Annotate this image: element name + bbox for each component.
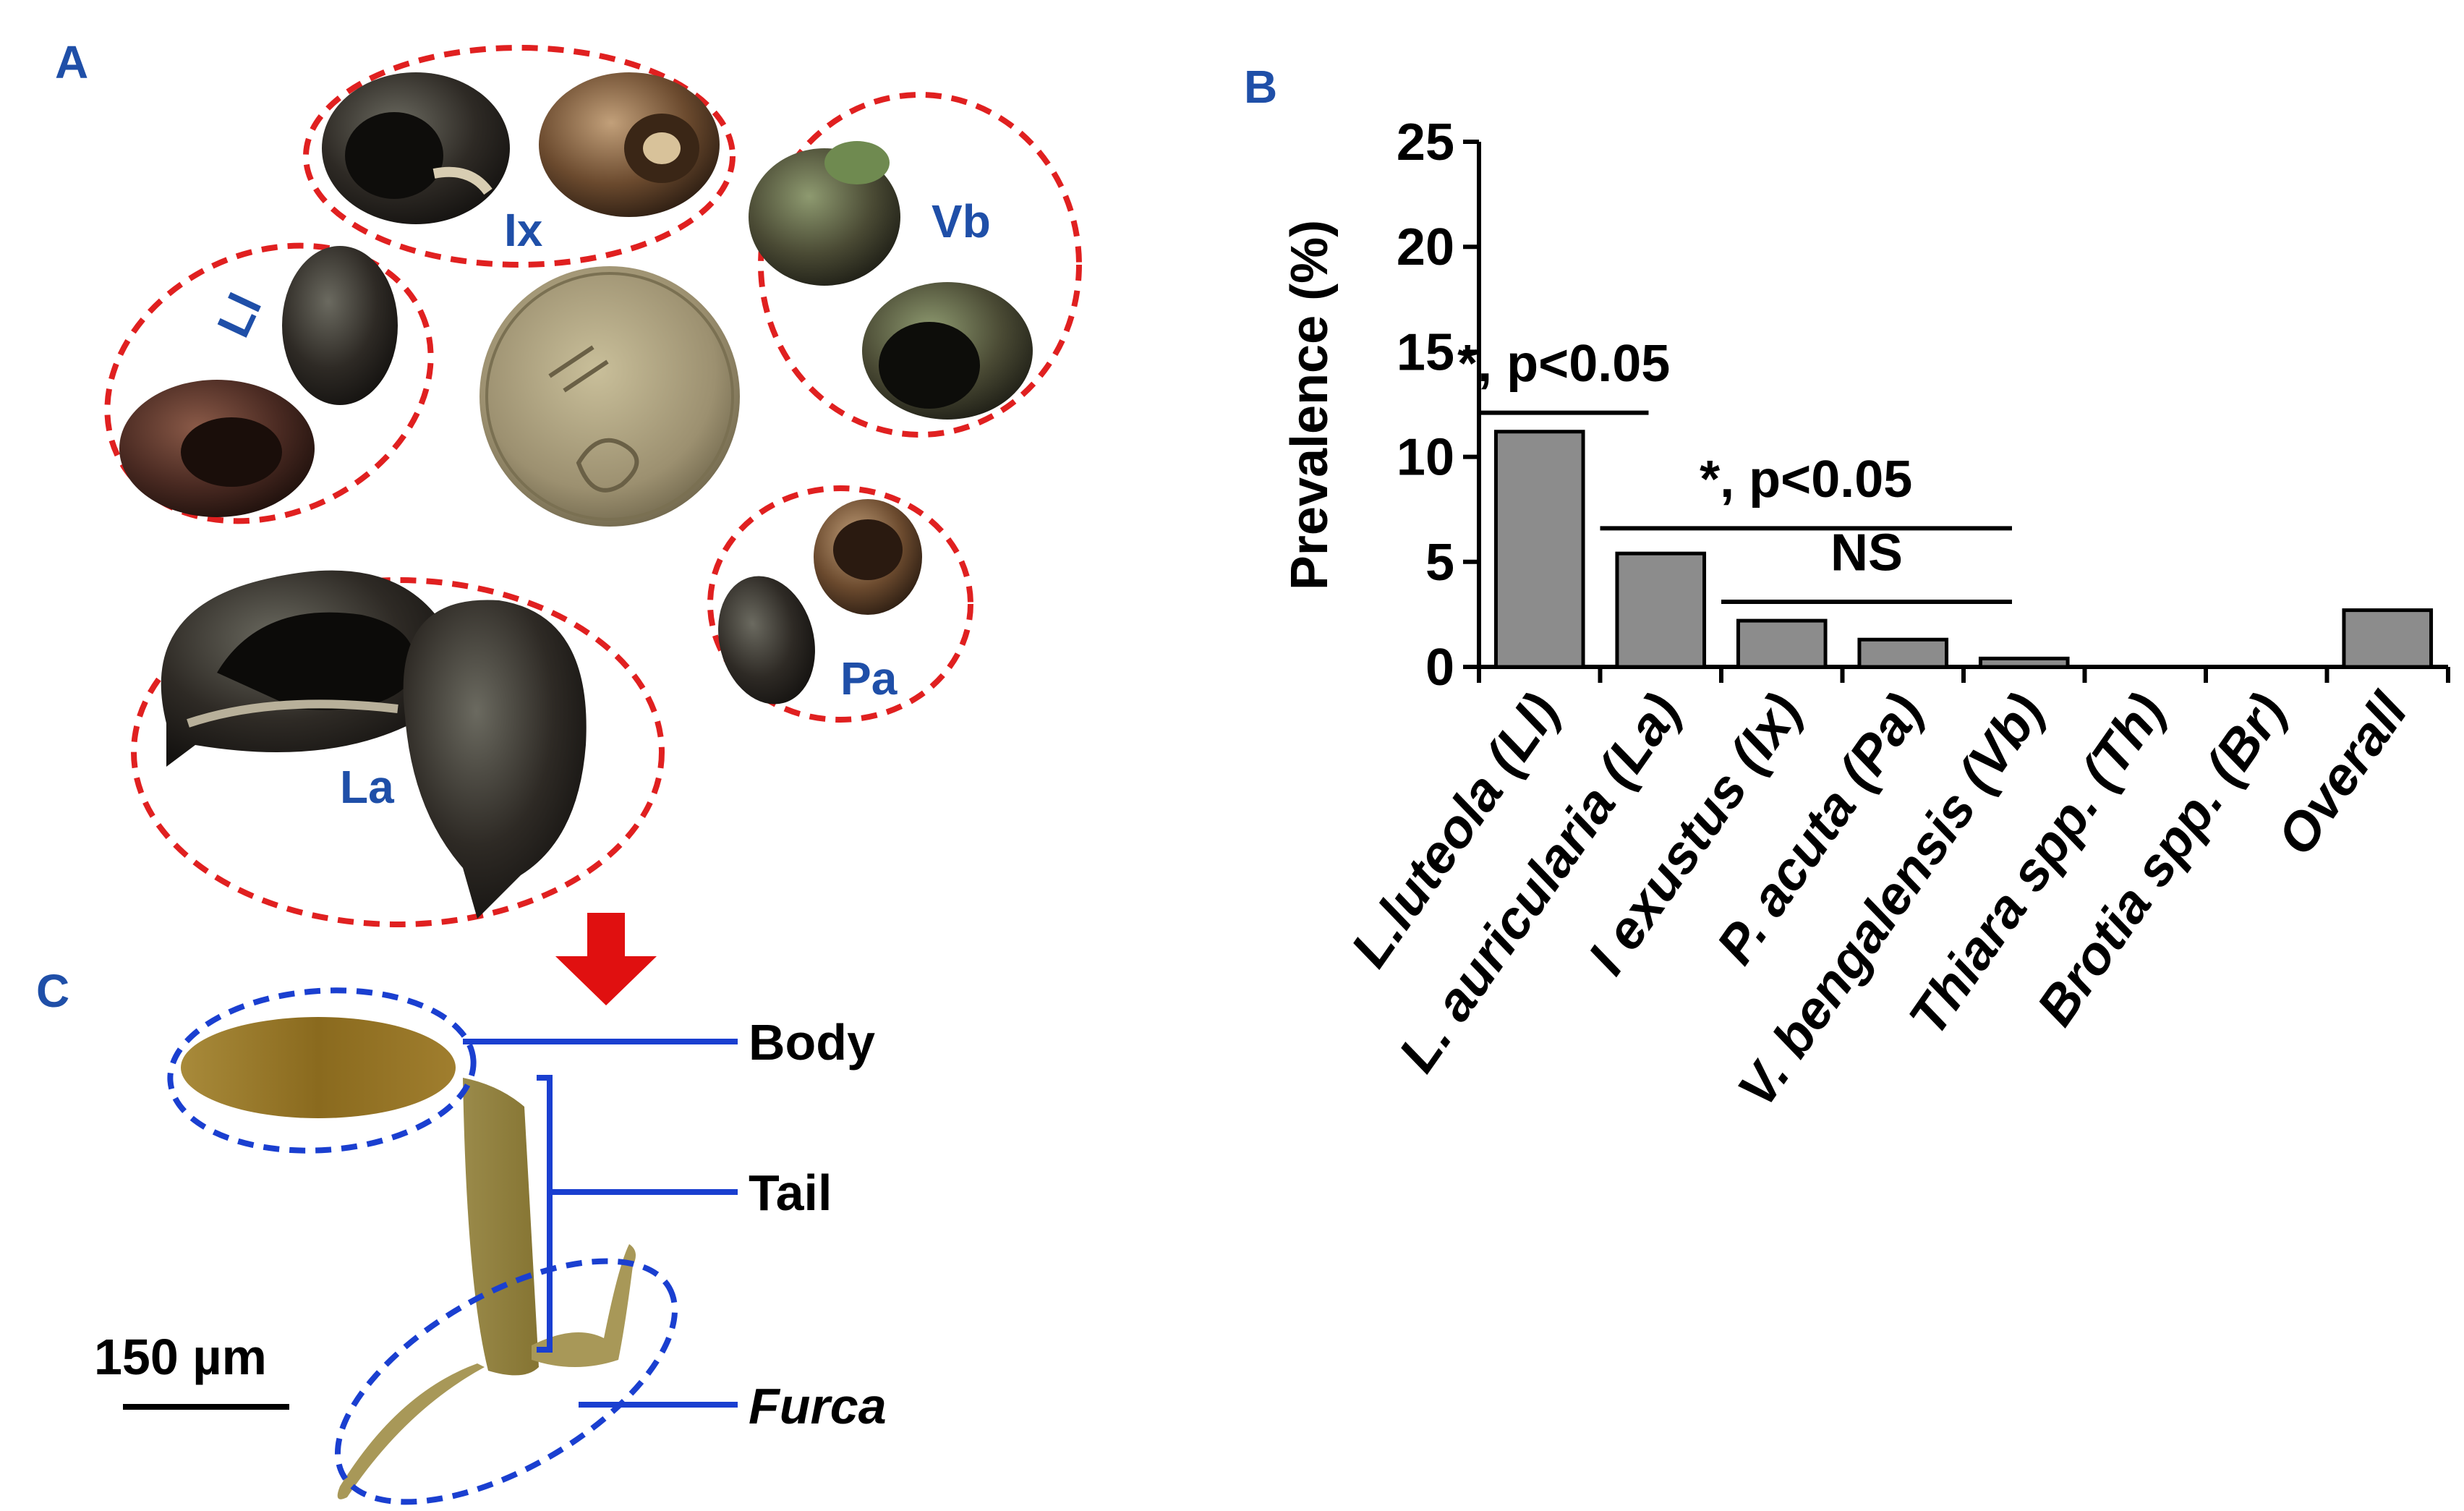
y-tick-label: 20 — [1397, 218, 1454, 276]
panel-a-label: A — [55, 36, 88, 88]
tail-label: Tail — [749, 1165, 832, 1221]
body-outline — [167, 987, 477, 1154]
y-tick-label: 25 — [1397, 114, 1454, 171]
significance-label: *, p<0.05 — [1700, 451, 1912, 508]
cercaria-leader-lines — [463, 1039, 738, 1408]
significance-label: NS — [1830, 524, 1903, 582]
bar — [1857, 637, 1949, 669]
vb-shell-1 — [749, 141, 900, 286]
cercaria-specimen — [181, 1017, 636, 1499]
ll-label: Ll — [207, 286, 271, 345]
panel-c-label: C — [36, 965, 69, 1017]
bar — [2342, 608, 2434, 669]
pa-shell-2 — [718, 576, 815, 705]
bar — [1493, 430, 1585, 669]
y-tick-label: 10 — [1397, 429, 1454, 487]
ix-label: Ix — [504, 204, 543, 256]
body-label: Body — [749, 1014, 875, 1071]
red-down-arrow-icon — [555, 913, 657, 1005]
bar — [1615, 551, 1707, 669]
ll-shell-2 — [119, 380, 315, 517]
x-category-label: Overall — [2265, 681, 2419, 865]
pa-group-outline — [707, 485, 973, 723]
furca-label: Furca — [749, 1378, 887, 1434]
coin-scale-reference — [479, 266, 740, 527]
bar — [1736, 618, 1828, 669]
pa-shell-1 — [814, 499, 922, 615]
la-shell-1 — [161, 570, 451, 767]
la-shell-2 — [403, 600, 587, 919]
vb-label: Vb — [932, 195, 991, 247]
y-tick-label: 15 — [1397, 323, 1454, 381]
ll-shell-1 — [282, 246, 398, 405]
vb-shell-2 — [862, 282, 1033, 420]
y-tick-label: 5 — [1425, 534, 1454, 592]
scale-bar-label: 150 µm — [94, 1329, 267, 1385]
furca-outline — [334, 1258, 678, 1505]
pa-label: Pa — [840, 652, 898, 705]
ix-shell-2 — [539, 72, 720, 217]
y-axis-label: Prevalence (%) — [1281, 220, 1339, 590]
y-tick-label: 0 — [1425, 639, 1454, 697]
ix-group-outline — [303, 45, 736, 268]
significance-label: *, p<0.05 — [1457, 335, 1670, 393]
la-group-outline — [131, 577, 665, 927]
panel-b-label: B — [1244, 61, 1277, 113]
ix-shell-1 — [322, 72, 510, 224]
la-label: La — [340, 761, 394, 813]
vb-group-outline — [758, 92, 1082, 438]
bar — [1978, 656, 2070, 669]
ll-group-outline — [104, 242, 434, 524]
